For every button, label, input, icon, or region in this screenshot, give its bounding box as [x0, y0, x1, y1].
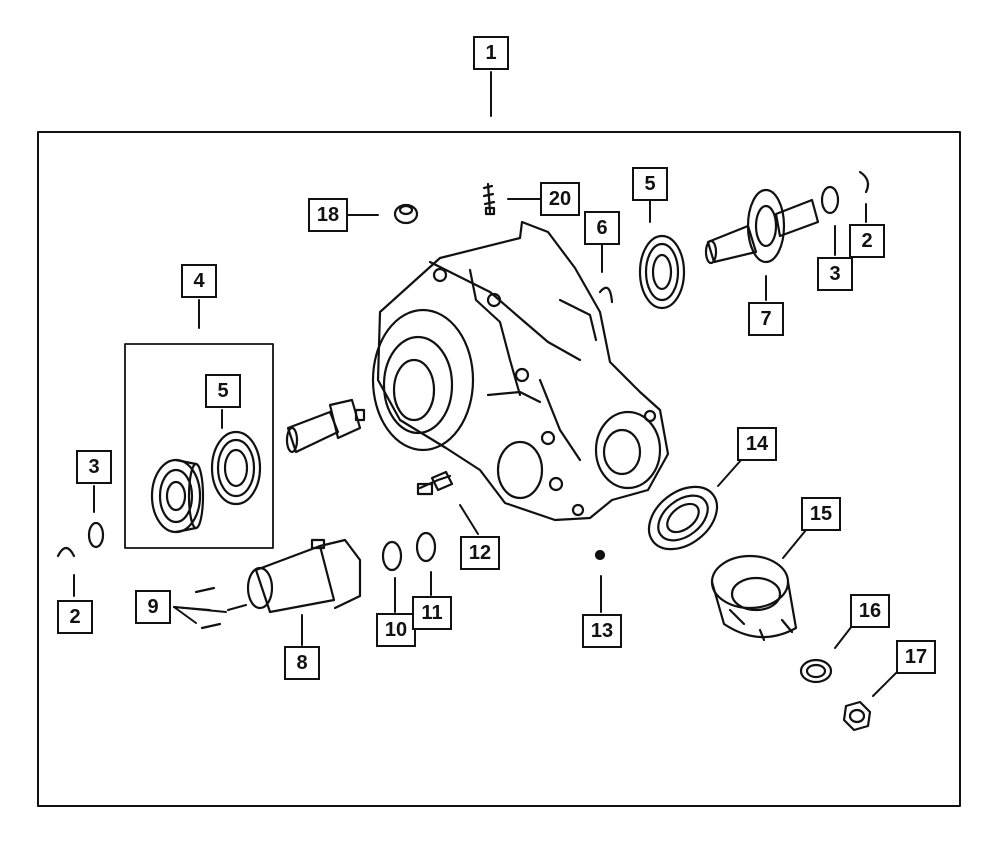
plug-small [594, 549, 606, 561]
callout-16: 16 [850, 594, 890, 628]
o-ring-11 [415, 531, 437, 563]
callout-5: 5 [632, 167, 668, 201]
callout-3: 3 [817, 257, 853, 291]
callout-18: 18 [308, 198, 348, 232]
callout-3: 3 [76, 450, 112, 484]
callout-5: 5 [205, 374, 241, 408]
callout-8: 8 [284, 646, 320, 680]
callout-4: 4 [181, 264, 217, 298]
callout-2: 2 [57, 600, 93, 634]
oil-seal-right [638, 234, 686, 310]
sensor [416, 470, 454, 496]
transfer-case-housing [371, 220, 670, 522]
callout-14: 14 [737, 427, 777, 461]
callout-1: 1 [473, 36, 509, 70]
callout-6: 6 [584, 211, 620, 245]
callout-15: 15 [801, 497, 841, 531]
callout-13: 13 [582, 614, 622, 648]
o-ring-3-right [820, 185, 840, 215]
callout-17: 17 [896, 640, 936, 674]
callout-7: 7 [748, 302, 784, 336]
callout-12: 12 [460, 536, 500, 570]
yoke [710, 554, 798, 642]
assembly-frame [37, 131, 961, 807]
output-flange-shaft [704, 188, 820, 265]
callout-20: 20 [540, 182, 580, 216]
snap-ring-2-right [858, 170, 870, 194]
callout-10: 10 [376, 613, 416, 647]
leader-lines [73, 71, 897, 697]
callout-2: 2 [849, 224, 885, 258]
plug [393, 203, 419, 225]
seal-14 [647, 485, 719, 551]
o-ring-10 [381, 540, 403, 572]
oil-seal-left [210, 430, 262, 506]
nut [842, 700, 872, 732]
vent-tube [482, 182, 496, 216]
callout-9: 9 [135, 590, 171, 624]
washer [799, 658, 833, 684]
o-ring-3-left [87, 521, 105, 549]
input-shaft [285, 398, 366, 454]
subassembly-frame [124, 343, 274, 549]
snap-ring-2-left [56, 546, 76, 558]
shift-motor [246, 538, 362, 614]
bearing [150, 458, 205, 534]
bolts [194, 586, 248, 630]
callout-11: 11 [412, 596, 452, 630]
snap-ring-6 [598, 286, 614, 304]
